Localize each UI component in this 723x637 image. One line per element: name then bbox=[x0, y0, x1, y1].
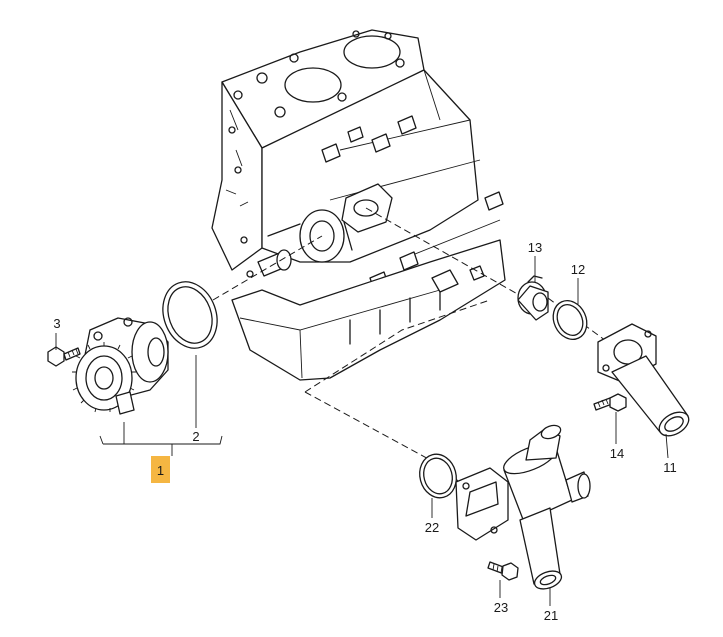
callout-21[interactable]: 21 bbox=[544, 608, 558, 623]
bolt-part-14 bbox=[593, 393, 627, 412]
callout-3[interactable]: 3 bbox=[53, 316, 60, 331]
callout-14[interactable]: 14 bbox=[610, 446, 624, 461]
callout-13[interactable]: 13 bbox=[528, 240, 542, 255]
callout-1[interactable]: 1 bbox=[157, 463, 164, 478]
o-ring-part-22 bbox=[419, 453, 457, 499]
thermostat-part-13 bbox=[517, 275, 549, 321]
o-ring-part-2 bbox=[162, 281, 218, 349]
callout-12[interactable]: 12 bbox=[571, 262, 585, 277]
bolt-part-3 bbox=[47, 346, 81, 367]
coolant-pipe-part-21 bbox=[455, 424, 591, 590]
seal-ring-part-12 bbox=[552, 300, 588, 340]
leader-lines bbox=[55, 256, 669, 606]
callout-23[interactable]: 23 bbox=[494, 600, 508, 615]
engine-block bbox=[211, 29, 506, 381]
water-pump-part-1 bbox=[72, 317, 169, 415]
bolt-part-23 bbox=[487, 561, 519, 581]
callout-22[interactable]: 22 bbox=[425, 520, 439, 535]
callout-labels: 1 2 3 11 12 13 14 21 22 23 bbox=[53, 240, 676, 623]
callout-1-highlight bbox=[151, 456, 170, 483]
callout-2[interactable]: 2 bbox=[192, 429, 199, 444]
coolant-flange-part-11 bbox=[597, 323, 690, 437]
callout-11[interactable]: 11 bbox=[663, 460, 677, 475]
